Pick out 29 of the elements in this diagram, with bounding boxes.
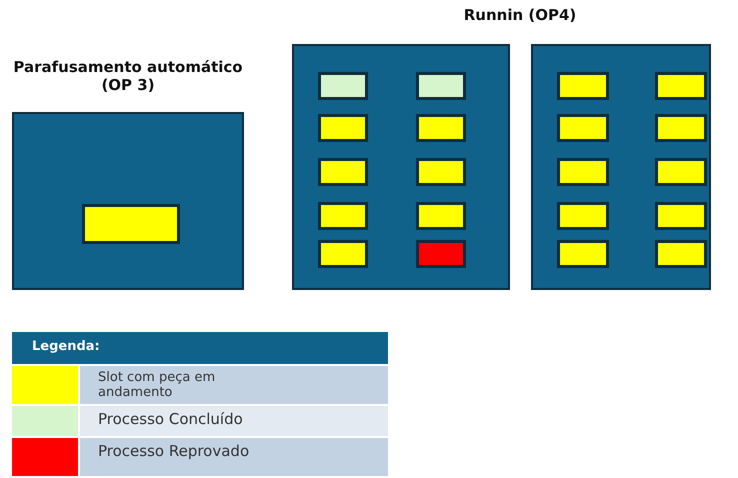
station-panel [531,44,711,290]
slot [318,202,368,230]
slot [557,158,609,186]
slot [416,114,466,142]
slot [416,72,466,100]
legend-text: Processo Concluído [80,406,388,436]
slot [82,204,180,244]
slot [318,158,368,186]
legend-text: Slot com peça em andamento [80,366,388,404]
slot [557,72,609,100]
slot [318,240,368,268]
slot [557,202,609,230]
slot [655,72,707,100]
slot [557,240,609,268]
slot [557,114,609,142]
slot [416,158,466,186]
slot [416,202,466,230]
slot [318,72,368,100]
legend-header: Legenda: [12,332,388,364]
slot [655,114,707,142]
station-panel [292,44,510,290]
legend-text: Processo Reprovado [80,438,388,476]
slot [655,240,707,268]
group-heading: Runnin (OP4) [462,6,578,24]
slot [318,114,368,142]
slot [416,240,466,268]
slot [655,158,707,186]
station-heading: Parafusamento automático (OP 3) [12,58,244,94]
slot [655,202,707,230]
